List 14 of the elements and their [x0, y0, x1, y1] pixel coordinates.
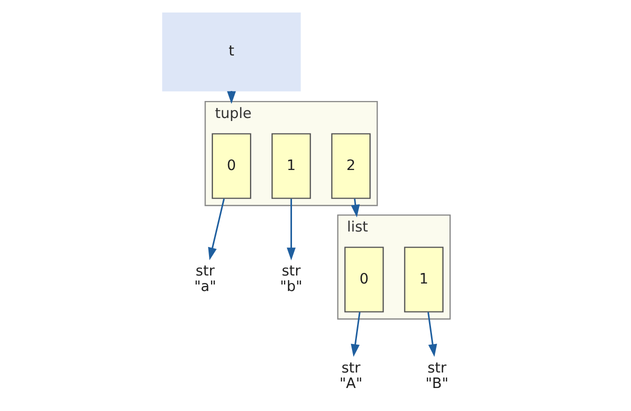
arrow	[350, 198, 360, 218]
node-box: 2	[330, 133, 370, 199]
node-box: 1	[404, 246, 444, 312]
node-box: 0	[211, 133, 251, 199]
node-text: str "A"	[338, 360, 362, 392]
node-text: str "b"	[280, 264, 302, 296]
node-text: str "a"	[194, 264, 216, 296]
arrow	[208, 198, 224, 260]
arrow	[286, 198, 296, 260]
arrow	[350, 312, 360, 357]
node-box: 1	[271, 133, 310, 199]
arrow	[426, 312, 437, 357]
node-text: str "B"	[424, 360, 448, 392]
node-box: 0	[344, 246, 384, 312]
